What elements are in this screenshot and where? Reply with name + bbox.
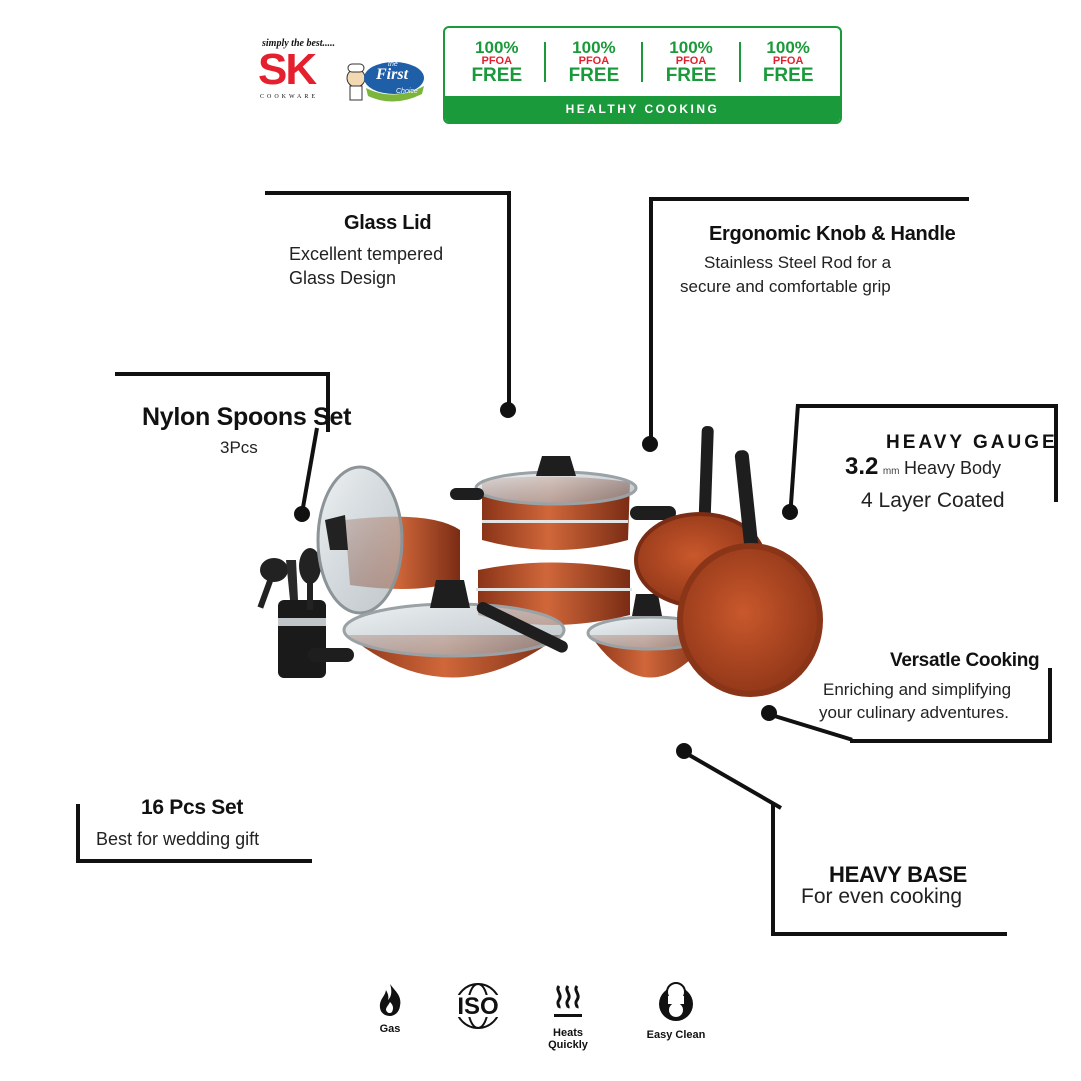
badge-free: FREE [762, 65, 814, 86]
icon-label-heats: Heats Quickly [548, 1027, 588, 1051]
heavy-gauge-coat: 4 Layer Coated [861, 489, 1005, 512]
versatile-desc-2: your culinary adventures. [819, 703, 1009, 722]
callout-line [771, 804, 775, 936]
badge-divider [544, 42, 547, 82]
badge-pfoa: PFOA [772, 55, 804, 67]
heavy-gauge-spec: 3.2 mm Heavy Body [845, 453, 1001, 481]
callout-dot [294, 506, 310, 522]
nylon-title: Nylon Spoons Set [142, 403, 352, 431]
ergonomic-desc-1: Stainless Steel Rod for a [704, 253, 892, 272]
brand-subname: COOKWARE [260, 94, 318, 100]
badge-divider [641, 42, 644, 82]
badge-percent: 100% [766, 38, 810, 57]
set16-desc: Best for wedding gift [96, 829, 260, 849]
cookware-set-image [257, 425, 823, 697]
ergonomic-desc-2: secure and comfortable grip [680, 277, 891, 296]
brand-tagline: simply the best..... [262, 38, 336, 49]
first-choice-ribbon: Choice [396, 88, 418, 95]
feature-icon-iso: ISO [445, 982, 511, 1035]
callout-dot [761, 705, 777, 721]
callout-line [115, 372, 330, 376]
badge-pfoa: PFOA [481, 55, 513, 67]
iso-text: ISO [457, 993, 498, 1020]
icon-label-gas: Gas [379, 1023, 401, 1035]
badge-item: 100% PFOA FREE [550, 39, 638, 85]
badge-pfoa: PFOA [578, 55, 610, 67]
callout-line [507, 191, 511, 409]
badge-item: 100% PFOA FREE [647, 39, 735, 85]
nylon-desc: 3Pcs [220, 438, 258, 457]
callout-line [76, 804, 80, 863]
callout-line [649, 197, 653, 445]
badge-footer: HEALTHY COOKING [445, 96, 840, 122]
brand-logo: simply the best..... SK COOKWARE [258, 38, 340, 104]
feature-icon-heats: Heats Quickly [538, 982, 598, 1051]
first-choice-logo: the First Choice [344, 52, 428, 104]
set16-title: 16 Pcs Set [141, 796, 244, 819]
heavy-gauge-title: HEAVY GAUGE [886, 432, 1058, 453]
badge-item: 100% PFOA FREE [744, 39, 832, 85]
callout-line [850, 739, 1052, 743]
flame-icon [379, 984, 401, 1016]
badge-percent: 100% [572, 38, 616, 57]
callout-dot [782, 504, 798, 520]
brand-name: SK [258, 45, 317, 94]
callout-line [265, 191, 511, 195]
callout-line [76, 859, 312, 863]
feature-icon-gas: Gas [365, 982, 415, 1035]
badge-percent: 100% [669, 38, 713, 57]
feature-icon-clean: Easy Clean [640, 982, 712, 1041]
first-choice-main: First [376, 66, 409, 83]
badge-free: FREE [471, 65, 523, 86]
versatile-desc-1: Enriching and simplifying [823, 680, 1012, 699]
callout-line [1054, 404, 1058, 502]
badge-pfoa: PFOA [675, 55, 707, 67]
callout-line [796, 404, 1058, 408]
frying-pans [634, 425, 823, 697]
chef-mascot-icon [346, 62, 424, 102]
glass-lid-desc-1: Excellent tempered [289, 244, 444, 264]
versatile-title: Versatle Cooking [890, 650, 1040, 671]
gauge-body: Heavy Body [903, 458, 1002, 478]
callout-line [1048, 668, 1052, 742]
first-choice-small: the [388, 61, 398, 68]
badge-free: FREE [568, 65, 620, 86]
front-kadai [308, 580, 568, 678]
badge-divider [738, 42, 741, 82]
ergonomic-title: Ergonomic Knob & Handle [709, 223, 956, 245]
heavy-base-title: HEAVY BASE [829, 862, 968, 887]
callout-dot [500, 402, 516, 418]
chef-icon [659, 982, 693, 1021]
heavy-base-desc: For even cooking [801, 885, 963, 908]
gauge-unit: mm [882, 466, 900, 477]
badge-row: 100% PFOA FREE 100% PFOA FREE 100% PFOA … [445, 28, 840, 96]
badge-percent: 100% [475, 38, 519, 57]
glass-lid-desc-2: Glass Design [289, 268, 397, 288]
pfoa-free-badge: 100% PFOA FREE 100% PFOA FREE 100% PFOA … [443, 26, 842, 124]
callout-line [771, 932, 1007, 936]
iso-icon: ISO [448, 983, 508, 1029]
glass-lid-title: Glass Lid [344, 212, 432, 234]
callout-line [683, 750, 782, 810]
back-pot-with-lid [316, 465, 460, 615]
icon-label-clean: Easy Clean [646, 1029, 706, 1041]
callout-line [649, 197, 969, 201]
steam-icon [554, 985, 582, 1017]
badge-free: FREE [665, 65, 717, 86]
badge-item: 100% PFOA FREE [453, 39, 541, 85]
callout-line [326, 372, 330, 432]
gauge-value: 3.2 [845, 453, 879, 480]
callout-dot [642, 436, 658, 452]
